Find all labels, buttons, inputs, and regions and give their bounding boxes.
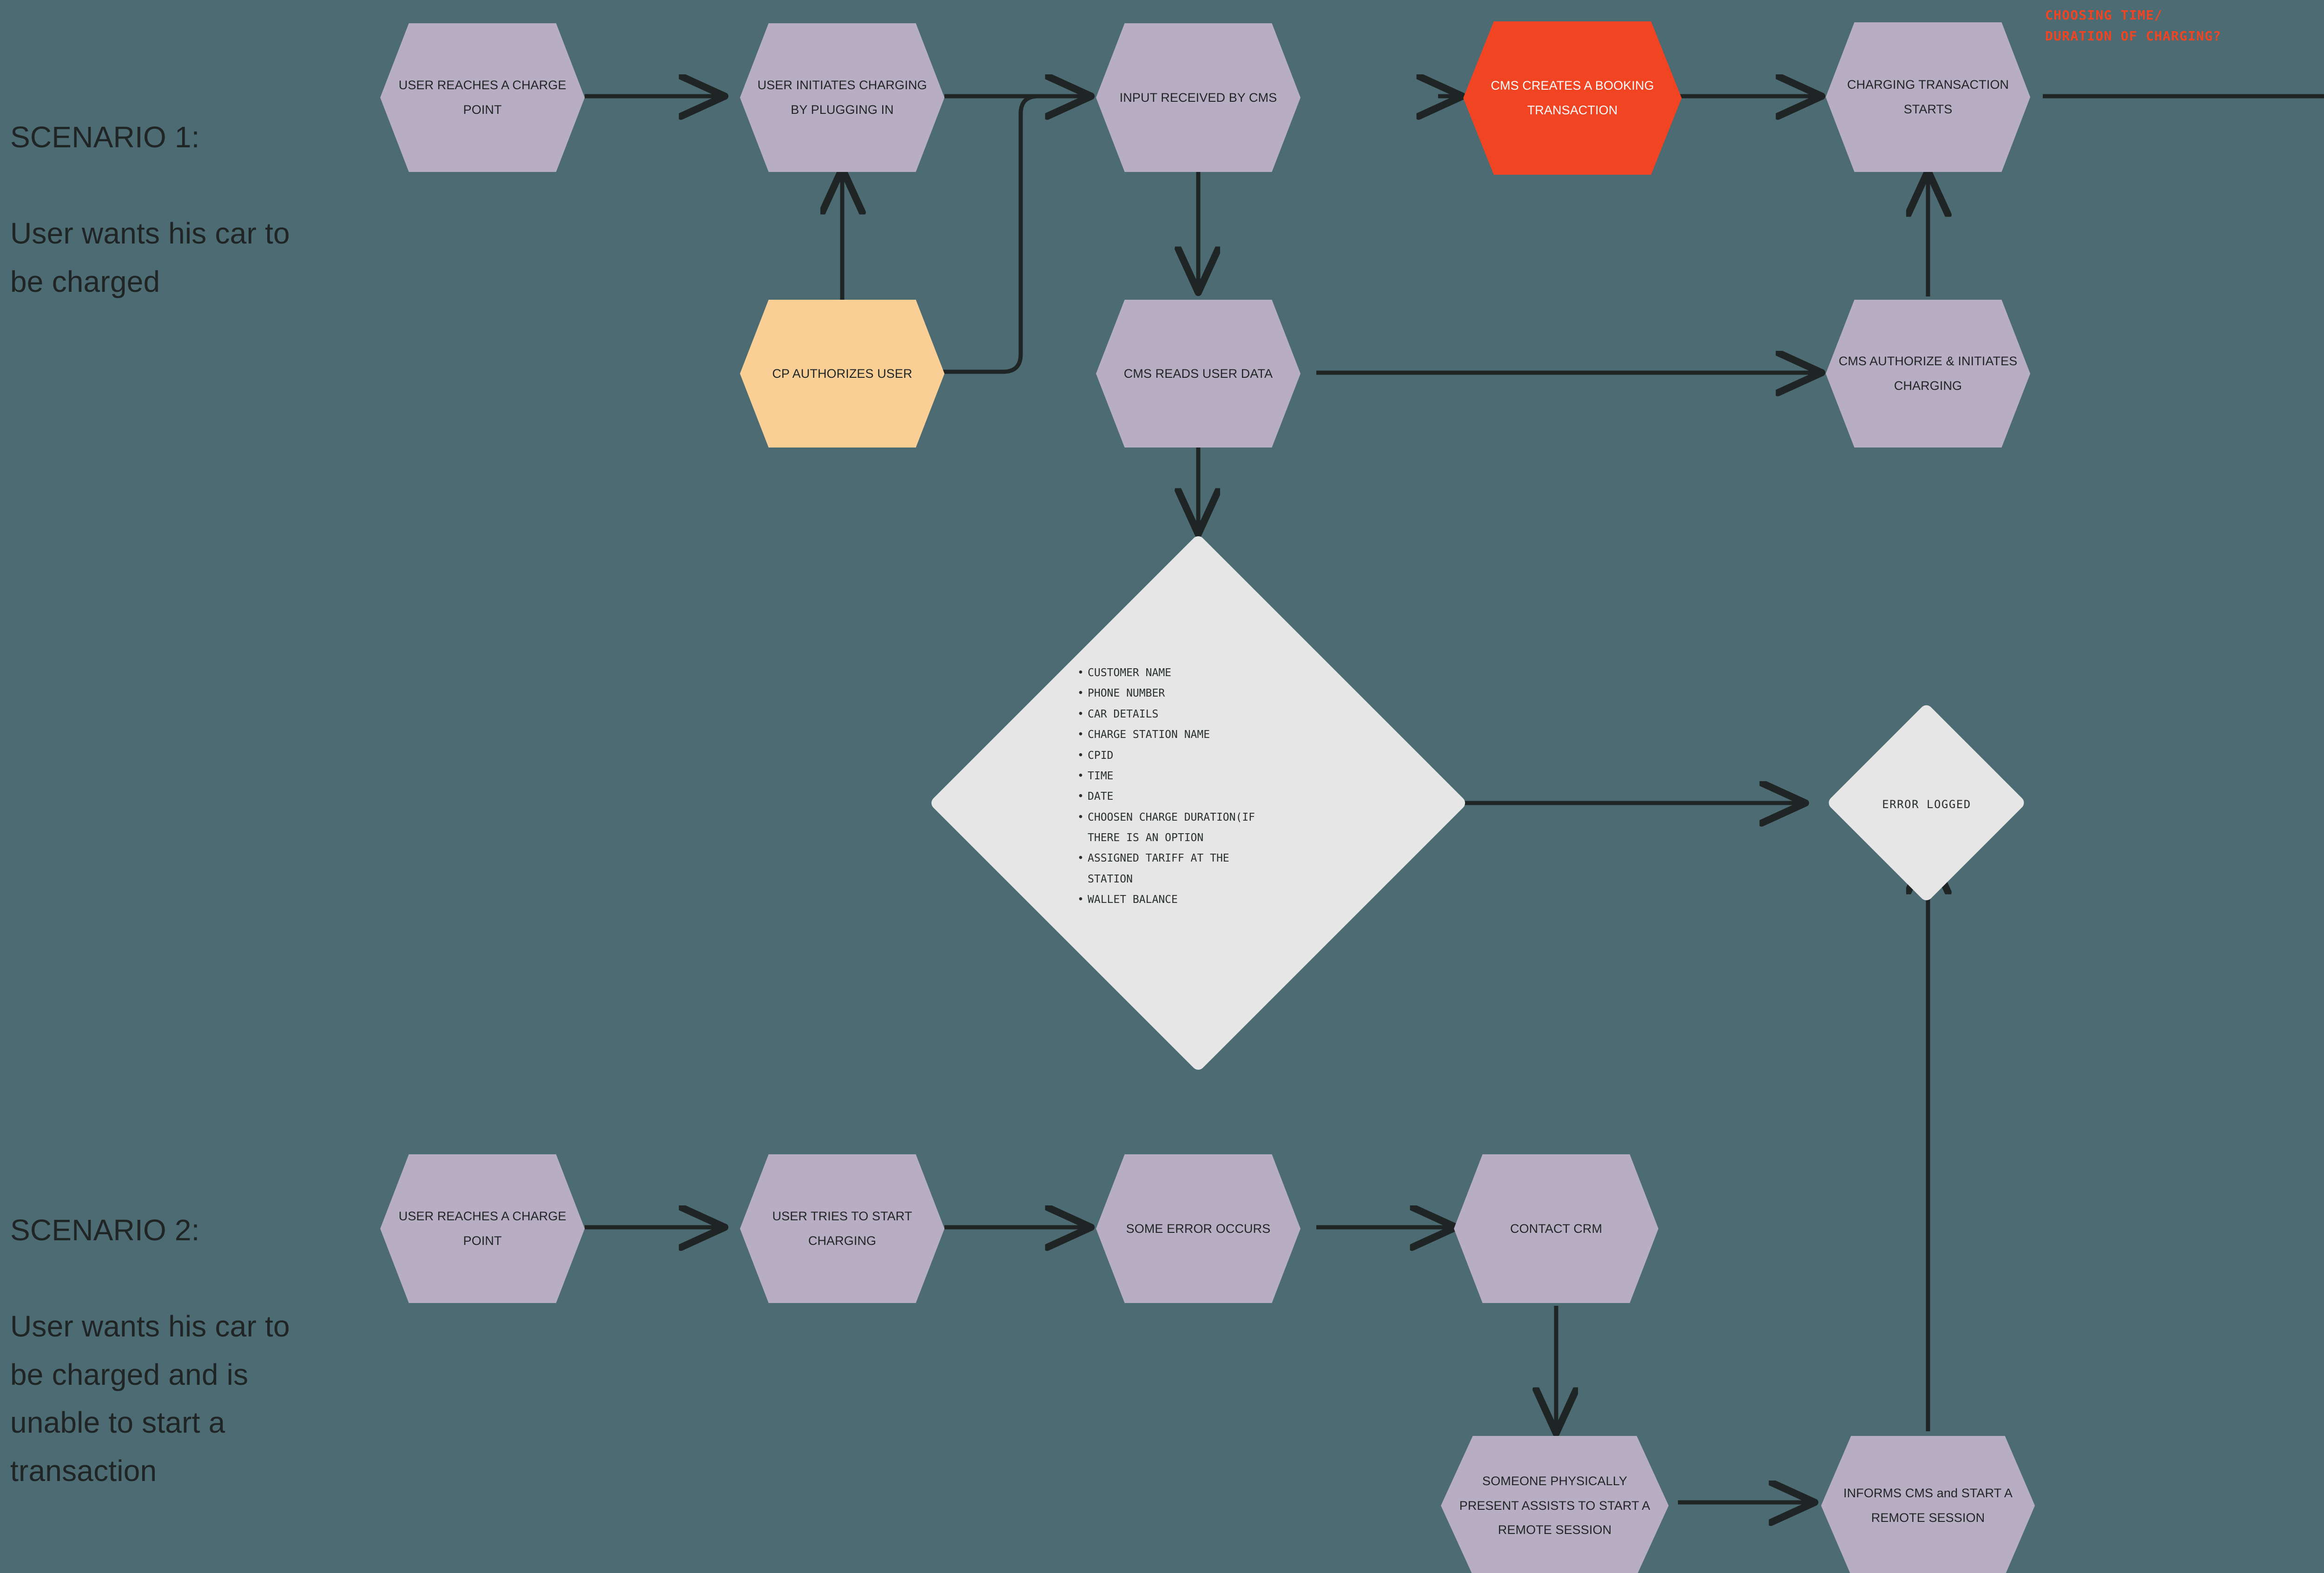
node-s2-informs-cms-remote-session[interactable]: INFORMS CMS and START A REMOTE SESSION bbox=[1821, 1436, 2035, 1573]
hexagon-shape bbox=[1826, 300, 2030, 448]
node-label: USER REACHES A CHARGE POINT bbox=[398, 78, 567, 117]
node-s1-cp-authorizes-user[interactable]: CP AUTHORIZES USER bbox=[740, 300, 944, 448]
node-s2-user-reaches-charge-point[interactable]: USER REACHES A CHARGE POINT bbox=[380, 1154, 585, 1303]
node-s2-user-tries-to-start[interactable]: USER TRIES TO START CHARGING bbox=[740, 1154, 944, 1303]
list-item: PHONE NUMBER bbox=[1077, 683, 1338, 704]
scenario-1-block: SCENARIO 1: User wants his car to be cha… bbox=[10, 65, 345, 354]
edge-cp-to-input-elbow bbox=[930, 96, 1089, 374]
hexagon-shape bbox=[1096, 23, 1301, 172]
node-error-logged[interactable]: ERROR LOGGED bbox=[1803, 702, 2050, 903]
node-s1-user-reaches-charge-point[interactable]: USER REACHES A CHARGE POINT bbox=[380, 23, 585, 172]
node-s1-charging-transaction-starts[interactable]: CHARGING TRANSACTION STARTS bbox=[1826, 22, 2030, 172]
node-s1-cms-authorize-initiates[interactable]: CMS AUTHORIZE & INITIATES CHARGING bbox=[1826, 300, 2030, 448]
node-s2-contact-crm[interactable]: CONTACT CRM bbox=[1454, 1154, 1658, 1303]
node-label: ERROR LOGGED bbox=[1882, 798, 1971, 811]
hexagon-shape bbox=[1463, 21, 1682, 175]
scenario-1-title: SCENARIO 1: bbox=[10, 120, 200, 154]
node-label: USER INITIATES CHARGING BY PLUGGING IN bbox=[757, 78, 927, 117]
node-label: CMS CREATES A BOOKING TRANSACTION bbox=[1491, 79, 1654, 117]
list-item: CAR DETAILS bbox=[1077, 704, 1338, 725]
hexagon-shape bbox=[1096, 1154, 1301, 1303]
scenario-2-title: SCENARIO 2: bbox=[10, 1213, 200, 1247]
hexagon-shape bbox=[1441, 1436, 1669, 1573]
hexagon-shape bbox=[380, 1154, 585, 1303]
node-s2-some-error-occurs[interactable]: SOME ERROR OCCURS bbox=[1096, 1154, 1301, 1303]
scenario-2-description: User wants his car to be charged and is … bbox=[10, 1310, 290, 1488]
node-label: USER REACHES A CHARGE POINT bbox=[398, 1209, 567, 1248]
list-item: WALLET BALANCE bbox=[1077, 889, 1338, 910]
node-label: CMS READS USER DATA bbox=[1123, 366, 1273, 381]
hexagon-shape bbox=[740, 23, 944, 172]
node-label: CHARGING TRANSACTION STARTS bbox=[1847, 78, 2009, 116]
node-s1-input-received-by-cms[interactable]: INPUT RECEIVED BY CMS bbox=[1096, 23, 1301, 172]
node-s1-cms-reads-user-data[interactable]: CMS READS USER DATA bbox=[1096, 300, 1301, 448]
list-item: CPID bbox=[1077, 745, 1338, 766]
node-s1-cms-creates-booking[interactable]: CMS CREATES A BOOKING TRANSACTION bbox=[1463, 21, 1682, 175]
user-data-list: CUSTOMER NAMEPHONE NUMBERCAR DETAILSCHAR… bbox=[1077, 663, 1338, 910]
hexagon-shape bbox=[1821, 1436, 2035, 1573]
node-label: SOME ERROR OCCURS bbox=[1126, 1221, 1271, 1236]
hexagon-shape bbox=[1454, 1154, 1658, 1303]
node-label: CONTACT CRM bbox=[1510, 1221, 1603, 1236]
list-item: CHARGE STATION NAME bbox=[1077, 724, 1338, 745]
node-label: SOMEONE PHYSICALLY PRESENT ASSISTS TO ST… bbox=[1459, 1474, 1651, 1537]
list-item: ASSIGNED TARIFF AT THE STATION bbox=[1077, 848, 1338, 889]
node-label: INPUT RECEIVED BY CMS bbox=[1119, 90, 1277, 105]
node-s2-someone-physically-present[interactable]: SOMEONE PHYSICALLY PRESENT ASSISTS TO ST… bbox=[1441, 1436, 1669, 1573]
data-diamond-user-data[interactable]: CUSTOMER NAMEPHONE NUMBERCAR DETAILSCHAR… bbox=[929, 533, 1468, 1073]
hexagon-shape bbox=[1826, 22, 2030, 172]
list-item: TIME bbox=[1077, 766, 1338, 787]
hexagon-shape bbox=[380, 23, 585, 172]
hexagon-shape bbox=[1096, 300, 1301, 448]
node-s1-user-initiates-charging[interactable]: USER INITIATES CHARGING BY PLUGGING IN bbox=[740, 23, 944, 172]
node-label: CMS AUTHORIZE & INITIATES CHARGING bbox=[1838, 354, 2018, 393]
list-item: DATE bbox=[1077, 786, 1338, 807]
hexagon-shape bbox=[740, 1154, 944, 1303]
node-label: CP AUTHORIZES USER bbox=[772, 366, 912, 381]
list-item: CHOOSEN CHARGE DURATION(IF THERE IS AN O… bbox=[1077, 807, 1338, 849]
node-label: INFORMS CMS and START A REMOTE SESSION bbox=[1843, 1486, 2013, 1525]
annotation-choosing-time: CHOOSING TIME/ DURATION OF CHARGING? bbox=[2045, 7, 2222, 44]
hexagon-shape bbox=[740, 300, 944, 448]
list-item: CUSTOMER NAME bbox=[1077, 663, 1338, 684]
scenario-1-description: User wants his car to be charged bbox=[10, 217, 290, 298]
scenario-2-block: SCENARIO 2: User wants his car to be cha… bbox=[10, 1158, 363, 1543]
node-label: USER TRIES TO START CHARGING bbox=[772, 1209, 912, 1248]
